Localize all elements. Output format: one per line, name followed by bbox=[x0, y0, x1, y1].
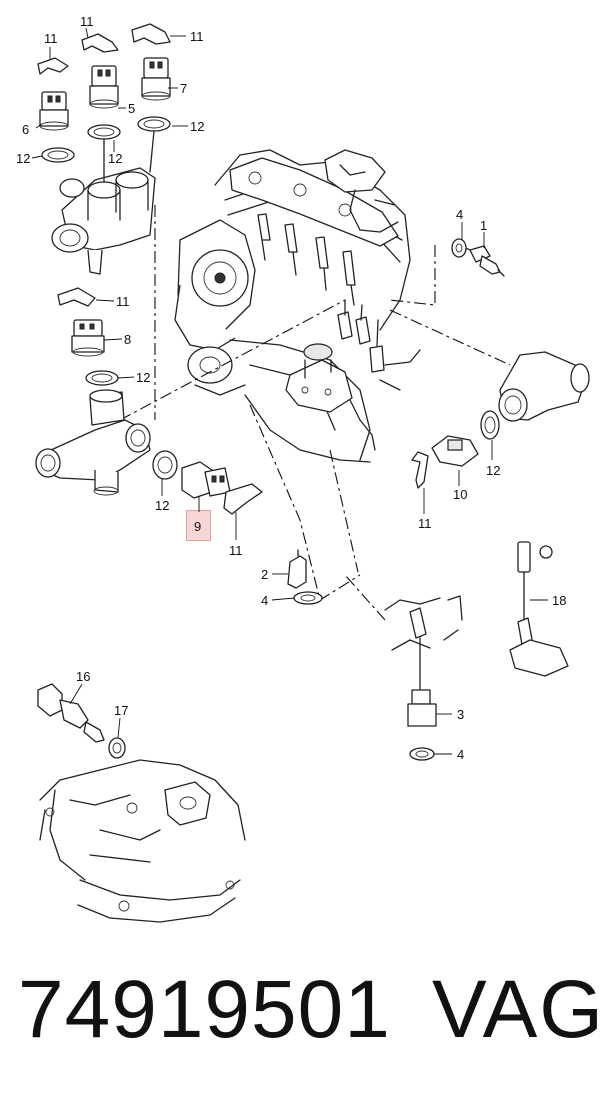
parts-diagram: 11 11 11 7 5 6 12 12 12 11 8 12 12 9 11 … bbox=[16, 14, 600, 940]
sender-assembly-top-left bbox=[38, 24, 170, 274]
callout-3[interactable]: 3 bbox=[457, 707, 464, 722]
callout-12[interactable]: 12 bbox=[155, 498, 169, 513]
engine-block-illustration bbox=[175, 150, 420, 462]
connector-assembly-left bbox=[36, 288, 262, 514]
right-parts-group bbox=[412, 239, 589, 488]
callout-10[interactable]: 10 bbox=[453, 487, 467, 502]
callout-9[interactable]: 9 bbox=[194, 519, 201, 534]
callout-12[interactable]: 12 bbox=[486, 463, 500, 478]
callout-11[interactable]: 11 bbox=[229, 543, 243, 558]
callout-12[interactable]: 12 bbox=[16, 151, 30, 166]
callout-11[interactable]: 11 bbox=[190, 29, 204, 44]
brand-name: VAG bbox=[432, 964, 600, 1055]
sensor-part-2 bbox=[288, 550, 322, 604]
callout-11[interactable]: 11 bbox=[80, 14, 94, 29]
callout-11[interactable]: 11 bbox=[44, 31, 58, 46]
callout-6[interactable]: 6 bbox=[22, 122, 29, 137]
callout-11[interactable]: 11 bbox=[418, 516, 432, 531]
callout-8[interactable]: 8 bbox=[124, 332, 131, 347]
callout-7[interactable]: 7 bbox=[180, 81, 187, 96]
bottom-right-parts bbox=[385, 542, 568, 760]
callout-labels: 11 11 11 7 5 6 12 12 12 11 8 12 12 9 11 … bbox=[16, 14, 566, 762]
callout-2[interactable]: 2 bbox=[261, 567, 268, 582]
callout-4[interactable]: 4 bbox=[261, 593, 268, 608]
footer: 74919501 VAG bbox=[0, 955, 600, 1065]
callout-16[interactable]: 16 bbox=[76, 669, 90, 684]
callout-12[interactable]: 12 bbox=[108, 151, 122, 166]
callout-5[interactable]: 5 bbox=[128, 101, 135, 116]
callout-12[interactable]: 12 bbox=[190, 119, 204, 134]
callout-18[interactable]: 18 bbox=[552, 593, 566, 608]
callout-11[interactable]: 11 bbox=[116, 294, 130, 309]
transmission-detail-bottom-left bbox=[38, 684, 245, 922]
callout-1[interactable]: 1 bbox=[480, 218, 487, 233]
callout-4[interactable]: 4 bbox=[456, 207, 463, 222]
callout-4[interactable]: 4 bbox=[457, 747, 464, 762]
callout-17[interactable]: 17 bbox=[114, 703, 128, 718]
highlight-box-part-9[interactable] bbox=[186, 510, 211, 541]
leader-lines bbox=[32, 28, 548, 754]
part-number: 74919501 bbox=[18, 964, 391, 1055]
callout-12[interactable]: 12 bbox=[136, 370, 150, 385]
